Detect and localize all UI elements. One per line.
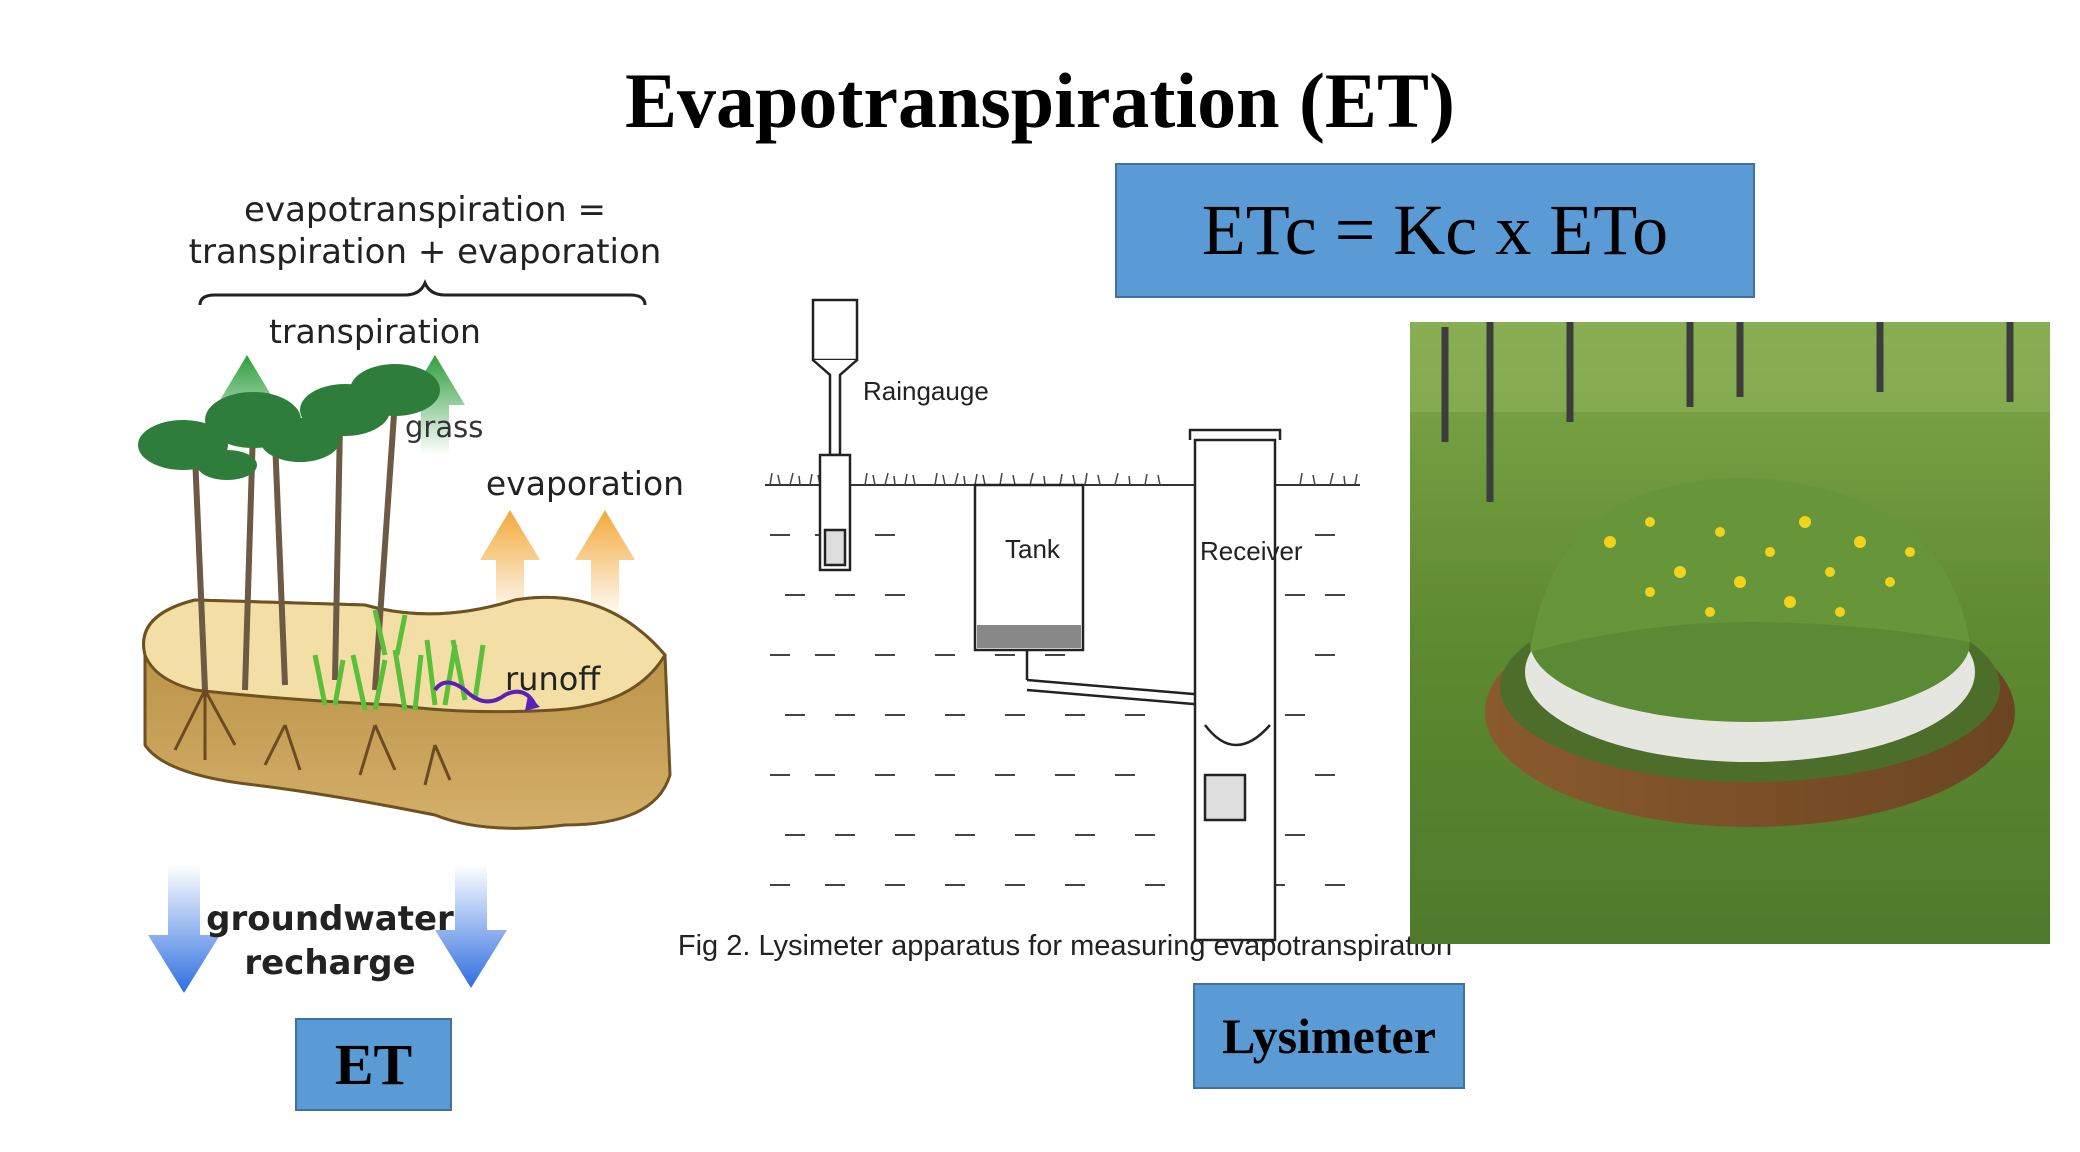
soil-dashes xyxy=(770,534,1345,886)
runoff-arrow xyxy=(433,680,537,706)
evaporation-arrow-1 xyxy=(480,510,540,620)
lysimeter-caption: Fig 2. Lysimeter apparatus for measuring… xyxy=(678,930,1452,962)
et-equation-line1: evapotranspiration = xyxy=(244,190,606,230)
groundwater-arrow-left xyxy=(148,865,220,993)
soil-surface xyxy=(142,595,667,714)
raingauge-icon xyxy=(811,298,859,572)
trees-icon xyxy=(192,399,398,691)
evaporation-label: evaporation xyxy=(486,464,684,503)
transpiration-label: transpiration xyxy=(269,312,481,351)
tank-label: Tank xyxy=(1005,534,1061,564)
roots-icon xyxy=(173,689,452,786)
et-label-box: ET xyxy=(295,1018,452,1111)
et-equation-line2: transpiration + evaporation xyxy=(189,232,662,272)
tree-canopy xyxy=(138,364,440,480)
receiver-icon xyxy=(1188,428,1282,942)
fence-posts xyxy=(1441,322,2014,502)
runoff-arrow-head xyxy=(525,695,540,711)
formula-box: ETc = Kc x ETo xyxy=(1115,163,1755,298)
grass-icon xyxy=(312,609,486,711)
slide-title: Evapotranspiration (ET) xyxy=(625,57,1455,144)
et-diagram: evapotranspiration = transpiration + eva… xyxy=(138,190,684,993)
groundwater-arrow-right xyxy=(435,865,507,988)
lysimeter-diagram: Raingauge Tank Receiver Fig 2. Lysimeter… xyxy=(678,298,1452,962)
groundwater-label-2: recharge xyxy=(244,943,415,983)
yellow-flowers xyxy=(1604,516,1915,617)
tank-icon xyxy=(973,483,1206,707)
grass-label: grass xyxy=(405,410,483,444)
groundwater-label-1: groundwater xyxy=(206,899,454,939)
raingauge-label: Raingauge xyxy=(863,376,989,406)
field-far xyxy=(1410,322,2050,412)
brace xyxy=(198,279,647,306)
lysimeter-photo xyxy=(1410,322,2050,944)
lysimeter-label-box: Lysimeter xyxy=(1193,983,1465,1089)
receiver-label: Receiver xyxy=(1200,536,1303,566)
evaporation-arrow-2 xyxy=(575,510,635,620)
grass-hatch xyxy=(769,472,1358,486)
vegetation-mound xyxy=(1530,478,1970,652)
